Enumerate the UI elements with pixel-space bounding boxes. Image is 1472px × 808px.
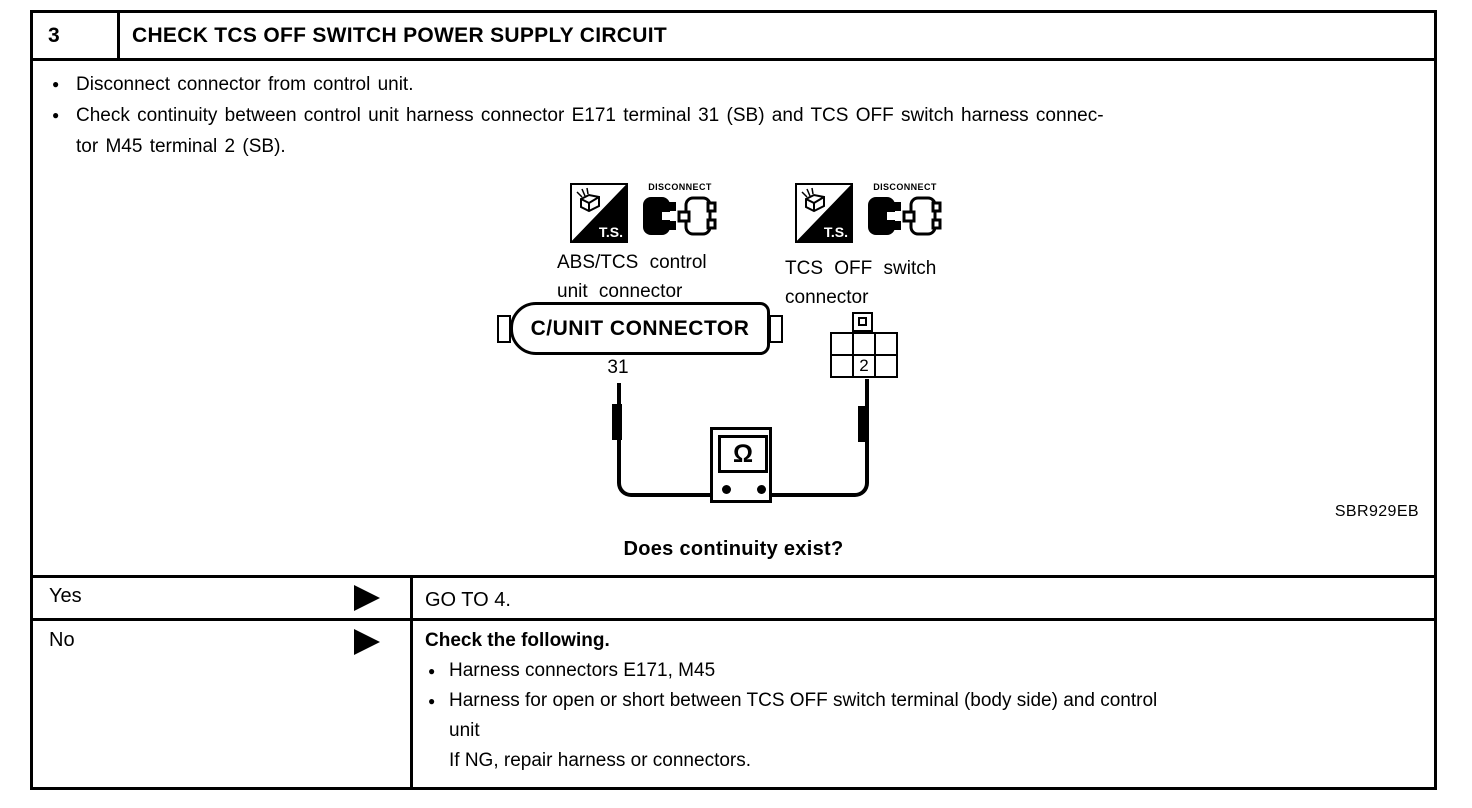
right-connector-label-line-2: connector xyxy=(785,287,869,308)
pin-grid-row: 2 xyxy=(830,354,898,378)
left-probe xyxy=(612,404,622,440)
capsule-right-tab xyxy=(769,315,783,343)
ohmmeter-display: Ω xyxy=(718,435,768,473)
no-bullet-2-text: Harness for open or short between TCS OF… xyxy=(449,686,1157,776)
no-result-cell: Check the following. ● Harness connector… xyxy=(413,621,1434,787)
pin-cell xyxy=(852,332,876,356)
pin-cell xyxy=(874,332,898,356)
left-connector-label-line-2: unit connector xyxy=(557,281,683,302)
ts-label: T.S. xyxy=(823,224,848,240)
capsule-left-tab xyxy=(497,315,511,343)
connector-key-tab xyxy=(852,312,873,332)
no-bullet-2: ● Harness for open or short between TCS … xyxy=(425,686,1424,776)
terminal-31-label: 31 xyxy=(607,357,629,378)
procedure-bullet-2-line-1: Check continuity between control unit ha… xyxy=(76,105,1104,126)
step-header-row: 3 CHECK TCS OFF SWITCH POWER SUPPLY CIRC… xyxy=(33,13,1434,61)
procedure-bullet-1-text: Disconnect connector from control unit. xyxy=(76,74,414,95)
yes-result-text: GO TO 4. xyxy=(425,589,511,611)
pin-cell-terminal-2: 2 xyxy=(852,354,876,378)
yes-decision-row: Yes GO TO 4. xyxy=(33,578,1434,621)
diagnostic-step-table: 3 CHECK TCS OFF SWITCH POWER SUPPLY CIRC… xyxy=(30,10,1437,790)
no-bullet-2-line-3: If NG, repair harness or connectors. xyxy=(449,750,752,771)
procedure-list: ● Disconnect connector from control unit… xyxy=(33,61,1434,162)
right-test-lead-wire xyxy=(764,379,869,497)
pin-cell xyxy=(830,332,854,356)
no-bullet-2-line-1: Harness for open or short between TCS OF… xyxy=(449,690,1158,711)
tcs-off-switch-connector-grid: 2 xyxy=(830,312,900,379)
left-connector-label: ABS/TCS control unit connector xyxy=(557,248,707,306)
disconnect-icon: DISCONNECT xyxy=(864,182,946,245)
right-probe xyxy=(858,406,868,442)
connector-key-tab-inner xyxy=(858,317,867,326)
procedure-cell: ● Disconnect connector from control unit… xyxy=(33,61,1434,578)
no-label: No xyxy=(49,629,75,651)
arrow-right-icon xyxy=(354,585,380,611)
ohm-symbol: Ω xyxy=(732,439,754,468)
procedure-bullet-2-text: Check continuity between control unit ha… xyxy=(76,100,1104,162)
yes-cell: Yes xyxy=(33,578,413,618)
disconnect-label: DISCONNECT xyxy=(873,182,937,192)
step-title: CHECK TCS OFF SWITCH POWER SUPPLY CIRCUI… xyxy=(132,23,667,47)
procedure-bullet-1: ● Disconnect connector from control unit… xyxy=(49,69,1424,100)
bullet-icon: ● xyxy=(52,77,60,91)
connector-halves-icon xyxy=(868,196,942,236)
disconnect-label: DISCONNECT xyxy=(648,182,712,192)
no-bullet-2-line-2: unit xyxy=(449,720,480,741)
tester-tool-icon xyxy=(801,187,825,213)
cunit-connector: C/UNIT CONNECTOR xyxy=(510,302,770,355)
procedure-bullet-2: ● Check continuity between control unit … xyxy=(49,100,1424,162)
bullet-icon: ● xyxy=(428,694,436,708)
left-connector-label-line-1: ABS/TCS control xyxy=(557,252,707,273)
yes-label: Yes xyxy=(49,585,82,607)
bullet-icon: ● xyxy=(428,664,436,678)
ts-label: T.S. xyxy=(598,224,623,240)
no-bullet-1-text: Harness connectors E171, M45 xyxy=(449,660,716,681)
figure-code: SBR929EB xyxy=(1334,503,1419,520)
procedure-bullet-2-line-2: tor M45 terminal 2 (SB). xyxy=(76,136,286,157)
pin-grid-row xyxy=(830,332,898,356)
ohmmeter-left-terminal xyxy=(722,485,731,494)
question-text: Does continuity exist? xyxy=(623,538,844,560)
right-connector-label: TCS OFF switch connector xyxy=(785,254,936,312)
pin-grid-table: 2 xyxy=(830,332,898,378)
step-number: 3 xyxy=(33,13,120,58)
no-bullet-1: ● Harness connectors E171, M45 xyxy=(425,656,1424,686)
pin-cell xyxy=(874,354,898,378)
connector-halves-icon xyxy=(643,196,717,236)
disconnect-icon: DISCONNECT xyxy=(639,182,721,245)
no-decision-row: No Check the following. ● Harness connec… xyxy=(33,621,1434,787)
right-connector-label-line-1: TCS OFF switch xyxy=(785,258,937,279)
arrow-right-icon xyxy=(354,629,380,655)
ohmmeter-right-terminal xyxy=(757,485,766,494)
left-test-lead-wire xyxy=(617,383,722,497)
no-result-heading: Check the following. xyxy=(425,630,610,651)
test-switch-icon: T.S. xyxy=(795,183,853,243)
tester-tool-icon xyxy=(576,187,600,213)
test-switch-icon: T.S. xyxy=(570,183,628,243)
pin-cell xyxy=(830,354,854,378)
ohmmeter: Ω xyxy=(710,427,772,503)
bullet-icon: ● xyxy=(52,108,60,122)
yes-result-cell: GO TO 4. xyxy=(413,578,1434,618)
no-cell: No xyxy=(33,621,413,787)
